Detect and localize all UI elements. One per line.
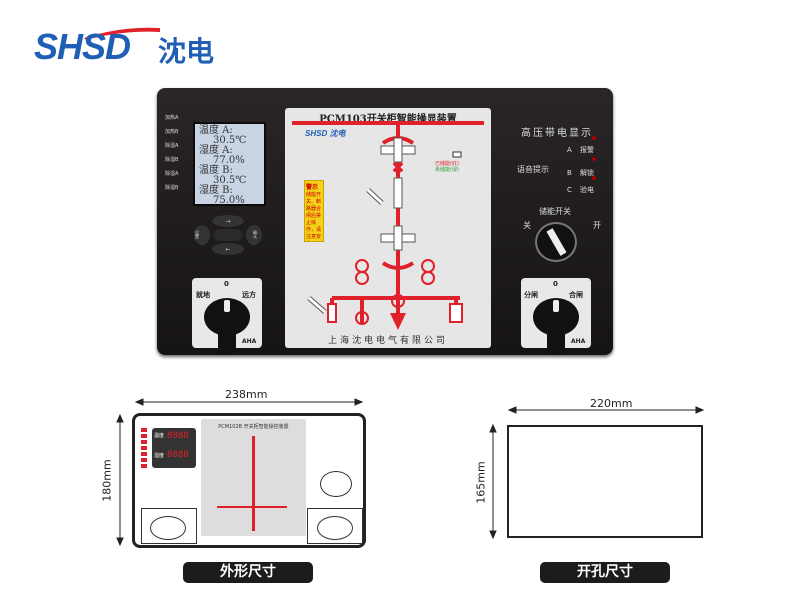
mini-title: PCM102B 开关柜智能操控装置	[218, 424, 289, 430]
side-label: 除湿B	[165, 185, 179, 191]
mini-digits: 8888	[167, 431, 189, 441]
mini-digits: 8888	[167, 450, 189, 460]
energy-switch-title: 储能开关	[539, 207, 571, 216]
logo-text: SHSD	[34, 26, 131, 67]
panel-title: PCM103开关柜智能操显装置	[319, 114, 457, 125]
knob-brand: AHA	[242, 338, 257, 345]
lcd-value: 77.0%	[213, 155, 245, 166]
knob-label-zero: 0	[224, 280, 229, 288]
settings-key-label[interactable]: 设置	[195, 230, 199, 239]
led-b	[592, 157, 596, 161]
lcd-label: 湿度 A:	[199, 145, 233, 156]
knob-label-remote: 远方	[242, 291, 256, 299]
cutout-height-label: 165mm	[474, 461, 488, 504]
phase-b-label: B	[567, 169, 572, 177]
knob-brand: AHA	[571, 338, 586, 345]
lcd-label: 湿度 B:	[199, 185, 233, 196]
side-label: 加热B	[165, 129, 179, 135]
open-close-switch[interactable]: 分闸 0 合闸 AHA	[521, 278, 591, 354]
lcd-label: 温度 B:	[199, 165, 233, 176]
cutout-drawing	[507, 425, 703, 538]
warning-text: 储能开关、断路器合闸后禁止操作，请注意安全	[306, 192, 322, 240]
outline-height-label: 180mm	[100, 459, 114, 502]
side-label: 加热A	[165, 115, 179, 121]
status-energy-stored: 已储能(红)	[435, 161, 459, 167]
company-name: 上海沈电电气有限公司	[327, 336, 448, 346]
outline-drawing: 温度 湿度 8888 8888 PCM102B 开关柜智能操控装置	[132, 413, 366, 548]
mimic-panel: PCM103开关柜智能操显装置 SHSD 沈电 ✖ 已储能(红) 未储能(绿)	[285, 108, 491, 348]
lcd-value: 30.5℃	[213, 135, 247, 146]
status-energy-not-stored: 未储能(绿)	[435, 167, 459, 173]
lcd-label: 温度 A:	[199, 125, 233, 136]
mini-hum-label: 湿度	[154, 453, 165, 459]
knob-label-close: 合闸	[569, 291, 583, 299]
led-a	[592, 136, 596, 140]
led-c	[592, 176, 596, 180]
device-front-photo: 加热A 加热B 除湿A 除湿B 除湿A 除湿B 温度 A:30.5℃ 湿度 A:…	[157, 88, 613, 355]
keypad[interactable]: →←	[192, 213, 264, 257]
warning-title: 警示	[306, 184, 319, 191]
outline-width-label: 238mm	[225, 388, 268, 401]
energy-on-label: 开	[593, 221, 601, 230]
phase-a-label: A	[567, 146, 572, 154]
lcd-display: 温度 A:30.5℃ 湿度 A:77.0% 温度 B:30.5℃ 湿度 B:75…	[193, 122, 266, 206]
confirm-key-label[interactable]: 确认	[253, 230, 257, 239]
warning-label: 警示 储能开关、断路器合闸后禁止操作，请注意安全	[304, 180, 324, 242]
cutout-width-label: 220mm	[590, 397, 633, 410]
outline-dimensions-label: 外形尺寸	[183, 562, 313, 583]
svg-text:←: ←	[225, 246, 230, 253]
hv-indicator-title: 高压带电显示	[521, 128, 593, 139]
side-label: 除湿A	[165, 143, 179, 149]
energy-switch-knob[interactable]	[535, 222, 577, 262]
dimension-lines	[116, 398, 705, 547]
panel-logo: SHSD 沈电	[305, 129, 346, 138]
svg-text:✖: ✖	[391, 158, 404, 177]
test-button[interactable]: 验电	[580, 186, 594, 194]
knob-label-zero: 0	[553, 280, 558, 288]
cutout-dimensions-label: 开孔尺寸	[540, 562, 670, 583]
side-label: 除湿B	[165, 157, 179, 163]
lcd-value: 30.5℃	[213, 175, 247, 186]
logo-chinese: 沈电	[158, 35, 215, 68]
side-label: 除湿A	[165, 171, 179, 177]
phase-c-label: C	[567, 186, 572, 194]
voice-prompt-label: 语音提示	[517, 165, 549, 174]
logo-swoosh	[84, 27, 160, 40]
knob-label-open: 分闸	[524, 291, 538, 299]
alarm-button[interactable]: 报警	[580, 146, 594, 154]
unlock-button[interactable]: 解锁	[580, 169, 594, 177]
single-line-diagram: ✖	[292, 121, 484, 330]
local-remote-switch[interactable]: 就地 0 远方 AHA	[192, 278, 262, 354]
energy-off-label: 关	[523, 221, 531, 230]
mini-temp-label: 温度	[154, 433, 165, 439]
svg-text:→: →	[225, 218, 230, 225]
lcd-value: 75.0%	[213, 195, 245, 206]
knob-label-local: 就地	[196, 291, 210, 299]
